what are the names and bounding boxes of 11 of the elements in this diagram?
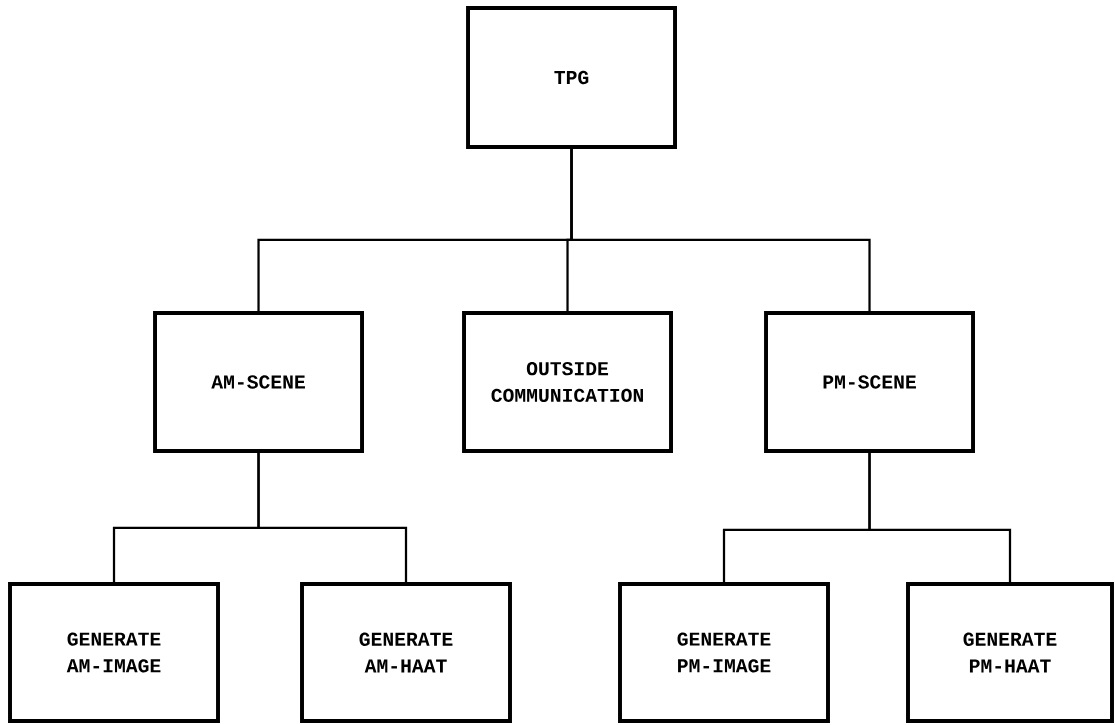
- process-box: TPG: [466, 6, 677, 149]
- process-box: AM-SCENE: [153, 311, 364, 453]
- process-box: GENERATE AM-HAAT: [300, 582, 512, 723]
- connector-line: [257, 452, 408, 582]
- connector-line: [570, 149, 871, 312]
- process-box: PM-SCENE: [764, 311, 975, 453]
- process-box: GENERATE PM-IMAGE: [618, 582, 830, 723]
- process-box: GENERATE PM-HAAT: [906, 582, 1114, 723]
- connector-line: [868, 452, 1012, 582]
- process-box: OUTSIDE COMMUNICATION: [462, 311, 673, 453]
- process-box: GENERATE AM-IMAGE: [8, 582, 220, 723]
